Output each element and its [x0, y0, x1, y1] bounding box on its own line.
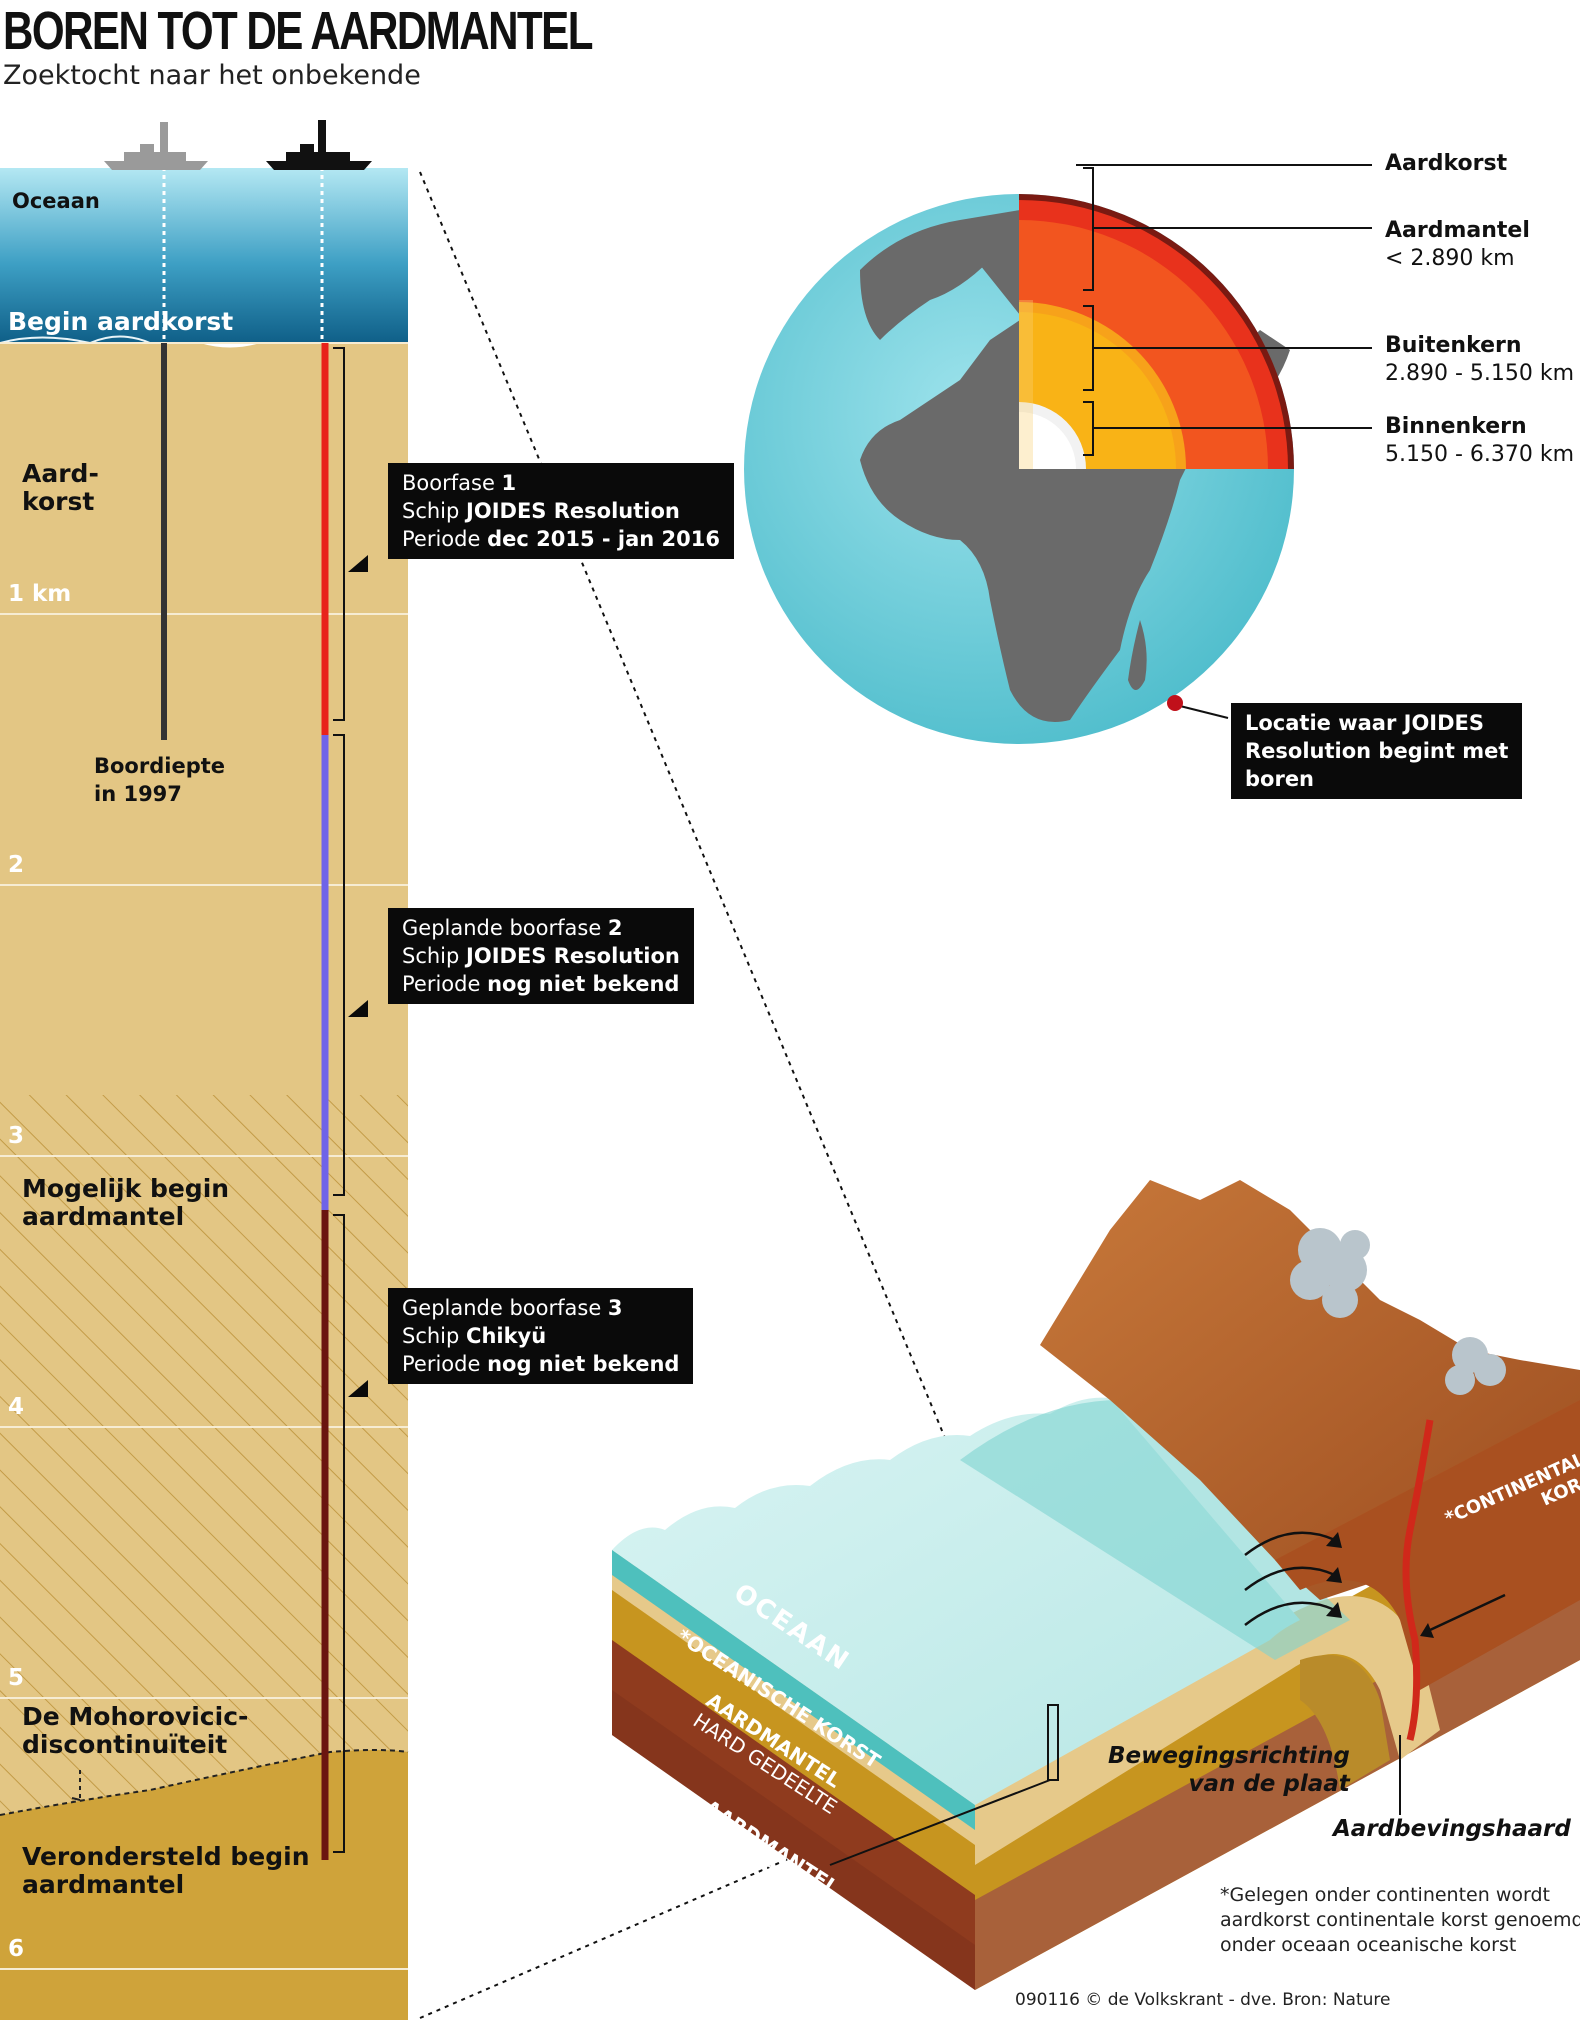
depth-1997-label: Boordiepte in 1997 [94, 752, 225, 808]
depth-tick-4: 4 [8, 1394, 25, 1420]
depth-tick-3: 3 [8, 1123, 25, 1149]
callout-phase-1: Boorfase 1 Schip JOIDES Resolution Perio… [388, 463, 734, 559]
crust-core-label: Aardkorst [1385, 150, 1507, 178]
depth-tick-5: 5 [8, 1665, 25, 1691]
phase2-period: nog niet bekend [487, 972, 680, 996]
phase1-period-prefix: Periode [402, 527, 488, 551]
crust-label-line2: korst [22, 487, 95, 516]
phase1-prefix: Boorfase [402, 471, 502, 495]
mantle-name: Aardmantel [1385, 218, 1530, 243]
footnote-line1: *Gelegen onder continenten wordt [1220, 1884, 1550, 1906]
eruption-cloud-icon [1290, 1228, 1370, 1318]
mantle-core-label: Aardmantel < 2.890 km [1385, 217, 1530, 273]
assumed-mantle-label: Verondersteld begin aardmantel [22, 1843, 310, 1899]
moho-line2: discontinuïteit [22, 1730, 228, 1759]
mantle-range: < 2.890 km [1385, 246, 1515, 271]
inner-core-name: Binnenkern [1385, 414, 1527, 439]
assumed-mantle-line1: Verondersteld begin [22, 1842, 310, 1871]
inner-core-label: Binnenkern 5.150 - 6.370 km [1385, 413, 1574, 469]
depth-1997-line2: in 1997 [94, 782, 182, 806]
ocean-label: Oceaan [12, 189, 100, 213]
callout-phase-2: Geplande boorfase 2 Schip JOIDES Resolut… [388, 908, 694, 1004]
phase1-ship-prefix: Schip [402, 499, 467, 523]
possible-mantle-line2: aardmantel [22, 1202, 185, 1231]
movement-label: Bewegingsrichting van de plaat [1108, 1742, 1350, 1798]
moho-label: De Mohorovicic- discontinuïteit [22, 1703, 248, 1759]
mantle-layer [0, 1750, 408, 2020]
location-callout: Locatie waar JOIDES Resolution begint me… [1231, 703, 1523, 799]
phase2-ship: JOIDES Resolution [466, 944, 680, 968]
possible-mantle-line1: Mogelijk begin [22, 1174, 230, 1203]
location-line3: boren [1245, 767, 1315, 791]
africa-landmass [860, 226, 1290, 722]
eruption-cloud-small-icon [1445, 1337, 1506, 1395]
crust-label: Aard- korst [22, 460, 99, 516]
europe-landmass [860, 210, 1030, 340]
magma-path [1402, 1419, 1434, 1741]
crust-name: Aardkorst [1385, 151, 1508, 176]
moho-line1: De Mohorovicic- [22, 1702, 249, 1731]
phase2-prefix: Geplande boorfase [402, 916, 608, 940]
earth-globe [744, 164, 1372, 744]
page-subtitle: Zoektocht naar het onbekende [3, 60, 421, 91]
footnote-line3: onder oceaan oceanische korst [1220, 1934, 1517, 1956]
earthquake-label: Aardbevingshaard [1333, 1816, 1571, 1842]
credit-line: 090116 © de Volkskrant - dve. Bron: Natu… [1015, 1990, 1391, 2010]
phase3-period: nog niet bekend [487, 1352, 680, 1376]
plate-block-diagram [612, 1180, 1580, 1990]
footnote-line2: aardkorst continentale korst genoemd, [1220, 1909, 1580, 1931]
phase3-num: 3 [607, 1296, 623, 1320]
ship-black-icon [266, 120, 372, 170]
depth-tick-2: 2 [8, 852, 25, 878]
outer-core-label: Buitenkern 2.890 - 5.150 km [1385, 332, 1574, 388]
phase3-period-prefix: Periode [402, 1352, 488, 1376]
assumed-mantle-line2: aardmantel [22, 1870, 185, 1899]
phase2-ship-prefix: Schip [402, 944, 467, 968]
movement-arrows [1244, 1531, 1506, 1632]
drill-location-marker [1167, 695, 1183, 711]
crust-label-line1: Aard- [22, 459, 99, 488]
depth-tick-1: 1 km [8, 581, 72, 607]
footnote: *Gelegen onder continenten wordt aardkor… [1220, 1883, 1580, 1958]
page-title: BOREN TOT DE AARDMANTEL [3, 1, 593, 61]
depth-1997-line1: Boordiepte [94, 754, 226, 778]
movement-line1: Bewegingsrichting [1108, 1743, 1350, 1769]
location-line1: Locatie waar JOIDES [1245, 711, 1485, 735]
callout-phase-3: Geplande boorfase 3 Schip Chikyü Periode… [388, 1288, 694, 1384]
phase2-period-prefix: Periode [402, 972, 488, 996]
inner-core-range: 5.150 - 6.370 km [1385, 442, 1575, 467]
depth-column [0, 120, 409, 2020]
phase2-num: 2 [607, 916, 623, 940]
location-line2: Resolution begint met [1245, 739, 1509, 763]
phase1-period: dec 2015 - jan 2016 [487, 527, 720, 551]
drill-site-marker [1047, 1704, 1059, 1781]
phase3-ship-prefix: Schip [402, 1324, 467, 1348]
phase1-ship: JOIDES Resolution [466, 499, 680, 523]
outer-core-range: 2.890 - 5.150 km [1385, 361, 1575, 386]
crust-start-label: Begin aardkorst [8, 307, 234, 336]
outer-core-name: Buitenkern [1385, 333, 1522, 358]
ocean-layer [0, 168, 408, 343]
ship-grey-icon [104, 122, 208, 170]
possible-mantle-label: Mogelijk begin aardmantel [22, 1175, 229, 1231]
depth-tick-6: 6 [8, 1936, 25, 1962]
phase1-num: 1 [501, 471, 517, 495]
phase3-ship: Chikyü [466, 1324, 547, 1348]
phase3-prefix: Geplande boorfase [402, 1296, 608, 1320]
movement-line2: van de plaat [1188, 1771, 1350, 1797]
